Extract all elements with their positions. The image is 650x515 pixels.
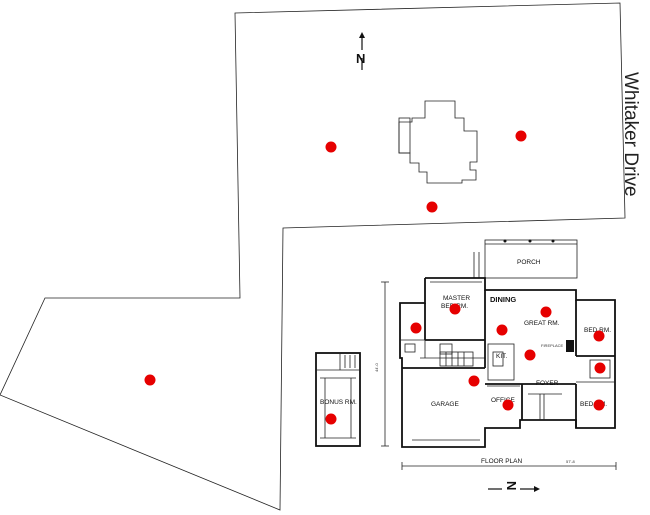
floor-plan-title: FLOOR PLAN xyxy=(481,458,522,465)
location-marker[interactable] xyxy=(496,324,508,336)
bottom-north-label: N xyxy=(504,481,519,490)
porch-label: PORCH xyxy=(517,259,541,266)
master-bed-label-1: MASTER xyxy=(443,295,470,302)
kitchen-label: KIT. xyxy=(496,353,507,360)
office-label: OFFICE xyxy=(491,397,515,404)
location-marker[interactable] xyxy=(524,349,536,361)
bed-room-1-label: BED RM. xyxy=(584,327,611,334)
location-marker[interactable] xyxy=(468,375,480,387)
location-marker[interactable] xyxy=(449,303,461,315)
bonus-room-label: BONUS RM. xyxy=(320,399,357,406)
house-footprint xyxy=(398,100,478,184)
foyer-label: FOYER xyxy=(536,380,559,387)
fireplace-label: FIREPLACE xyxy=(541,343,564,348)
location-marker[interactable] xyxy=(325,413,337,425)
street-name-label: Whitaker Drive xyxy=(620,72,641,197)
floor-plan: PORCH MASTER BED RM. GARAGE xyxy=(374,239,617,470)
location-marker[interactable] xyxy=(410,322,422,334)
location-marker[interactable] xyxy=(426,201,438,213)
location-marker[interactable] xyxy=(540,306,552,318)
location-markers xyxy=(144,130,606,425)
garage-label: GARAGE xyxy=(431,401,459,408)
bonus-room-plan: BONUS RM. xyxy=(315,352,361,447)
north-arrow-icon: N xyxy=(356,32,365,70)
location-marker[interactable] xyxy=(594,362,606,374)
location-marker[interactable] xyxy=(144,374,156,386)
north-label: N xyxy=(356,51,365,66)
location-marker[interactable] xyxy=(515,130,527,142)
porch-footprint xyxy=(398,117,411,154)
location-marker[interactable] xyxy=(593,399,605,411)
width-dimension: 57'-8 xyxy=(566,459,576,464)
bottom-north-arrow-icon: N xyxy=(488,481,540,492)
great-room-label: GREAT RM. xyxy=(524,320,560,327)
fireplace-icon xyxy=(566,340,574,352)
location-marker[interactable] xyxy=(593,330,605,342)
location-marker[interactable] xyxy=(502,399,514,411)
dining-label: DINING xyxy=(490,295,516,304)
lot-boundary xyxy=(0,2,626,511)
location-marker[interactable] xyxy=(325,141,337,153)
depth-dimension: 44'-0 xyxy=(374,362,379,372)
